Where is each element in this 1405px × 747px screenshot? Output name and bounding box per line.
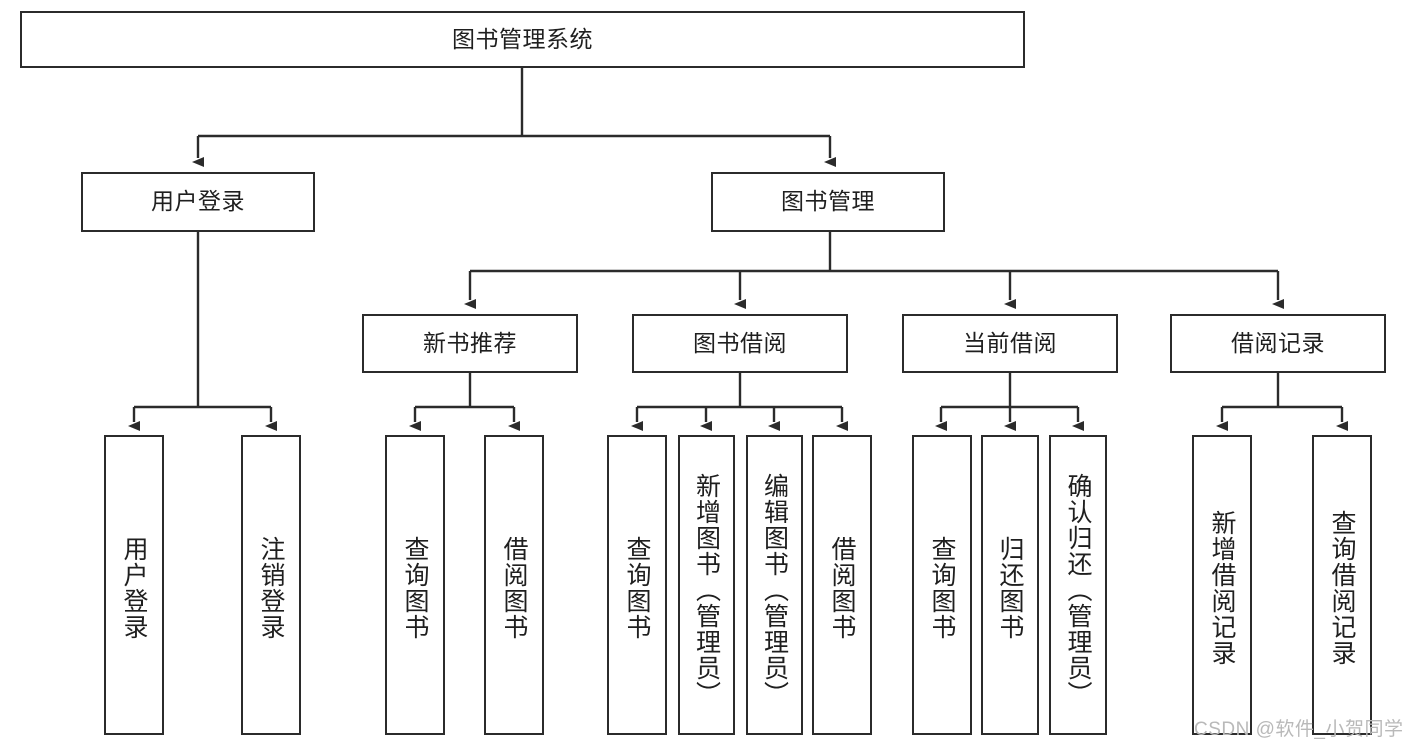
leaf-borrow-query-book[interactable]: 查询图书 <box>607 435 667 735</box>
leaf-recommend-query-book[interactable]: 查询图书 <box>385 435 445 735</box>
watermark-text: CSDN @软件_小贺同学 <box>1194 719 1404 740</box>
node-label: 查询图书 <box>401 536 429 640</box>
node-label: 查询借阅记录 <box>1328 510 1356 666</box>
node-root-system[interactable]: 图书管理系统 <box>20 11 1025 68</box>
node-label: 新增图书（管理员） <box>692 473 721 707</box>
leaf-user-login-login[interactable]: 用户登录 <box>104 435 164 735</box>
leaf-current-confirm-return[interactable]: 确认归还（管理员） <box>1049 435 1107 735</box>
node-new-book-recommend[interactable]: 新书推荐 <box>362 314 578 373</box>
node-label: 图书管理 <box>781 188 875 215</box>
node-label: 注销登录 <box>257 536 285 640</box>
leaf-record-add-record[interactable]: 新增借阅记录 <box>1192 435 1252 735</box>
node-user-login[interactable]: 用户登录 <box>81 172 315 232</box>
node-label: 图书管理系统 <box>452 25 593 52</box>
node-label: 新书推荐 <box>423 329 517 356</box>
node-label: 借阅图书 <box>828 536 856 640</box>
node-label: 新增借阅记录 <box>1208 510 1236 666</box>
node-label: 用户登录 <box>120 536 148 640</box>
leaf-borrow-add-book[interactable]: 新增图书（管理员） <box>678 435 735 735</box>
node-label: 查询图书 <box>928 536 956 640</box>
node-borrow-record[interactable]: 借阅记录 <box>1170 314 1386 373</box>
leaf-current-return-book[interactable]: 归还图书 <box>981 435 1039 735</box>
node-book-borrow[interactable]: 图书借阅 <box>632 314 848 373</box>
node-label: 借阅图书 <box>500 536 528 640</box>
leaf-current-query-book[interactable]: 查询图书 <box>912 435 972 735</box>
node-book-management[interactable]: 图书管理 <box>711 172 945 232</box>
node-label: 借阅记录 <box>1231 329 1325 356</box>
leaf-borrow-edit-book[interactable]: 编辑图书（管理员） <box>746 435 803 735</box>
node-label: 用户登录 <box>151 188 245 215</box>
leaf-user-login-logout[interactable]: 注销登录 <box>241 435 301 735</box>
leaf-borrow-borrow-book[interactable]: 借阅图书 <box>812 435 872 735</box>
node-current-borrow[interactable]: 当前借阅 <box>902 314 1118 373</box>
node-label: 归还图书 <box>996 536 1024 640</box>
leaf-recommend-borrow-book[interactable]: 借阅图书 <box>484 435 544 735</box>
node-label: 查询图书 <box>623 536 651 640</box>
leaf-record-query-record[interactable]: 查询借阅记录 <box>1312 435 1372 735</box>
node-label: 确认归还（管理员） <box>1064 473 1092 707</box>
node-label: 当前借阅 <box>963 329 1057 356</box>
node-label: 图书借阅 <box>693 329 787 356</box>
node-label: 编辑图书（管理员） <box>760 473 789 707</box>
